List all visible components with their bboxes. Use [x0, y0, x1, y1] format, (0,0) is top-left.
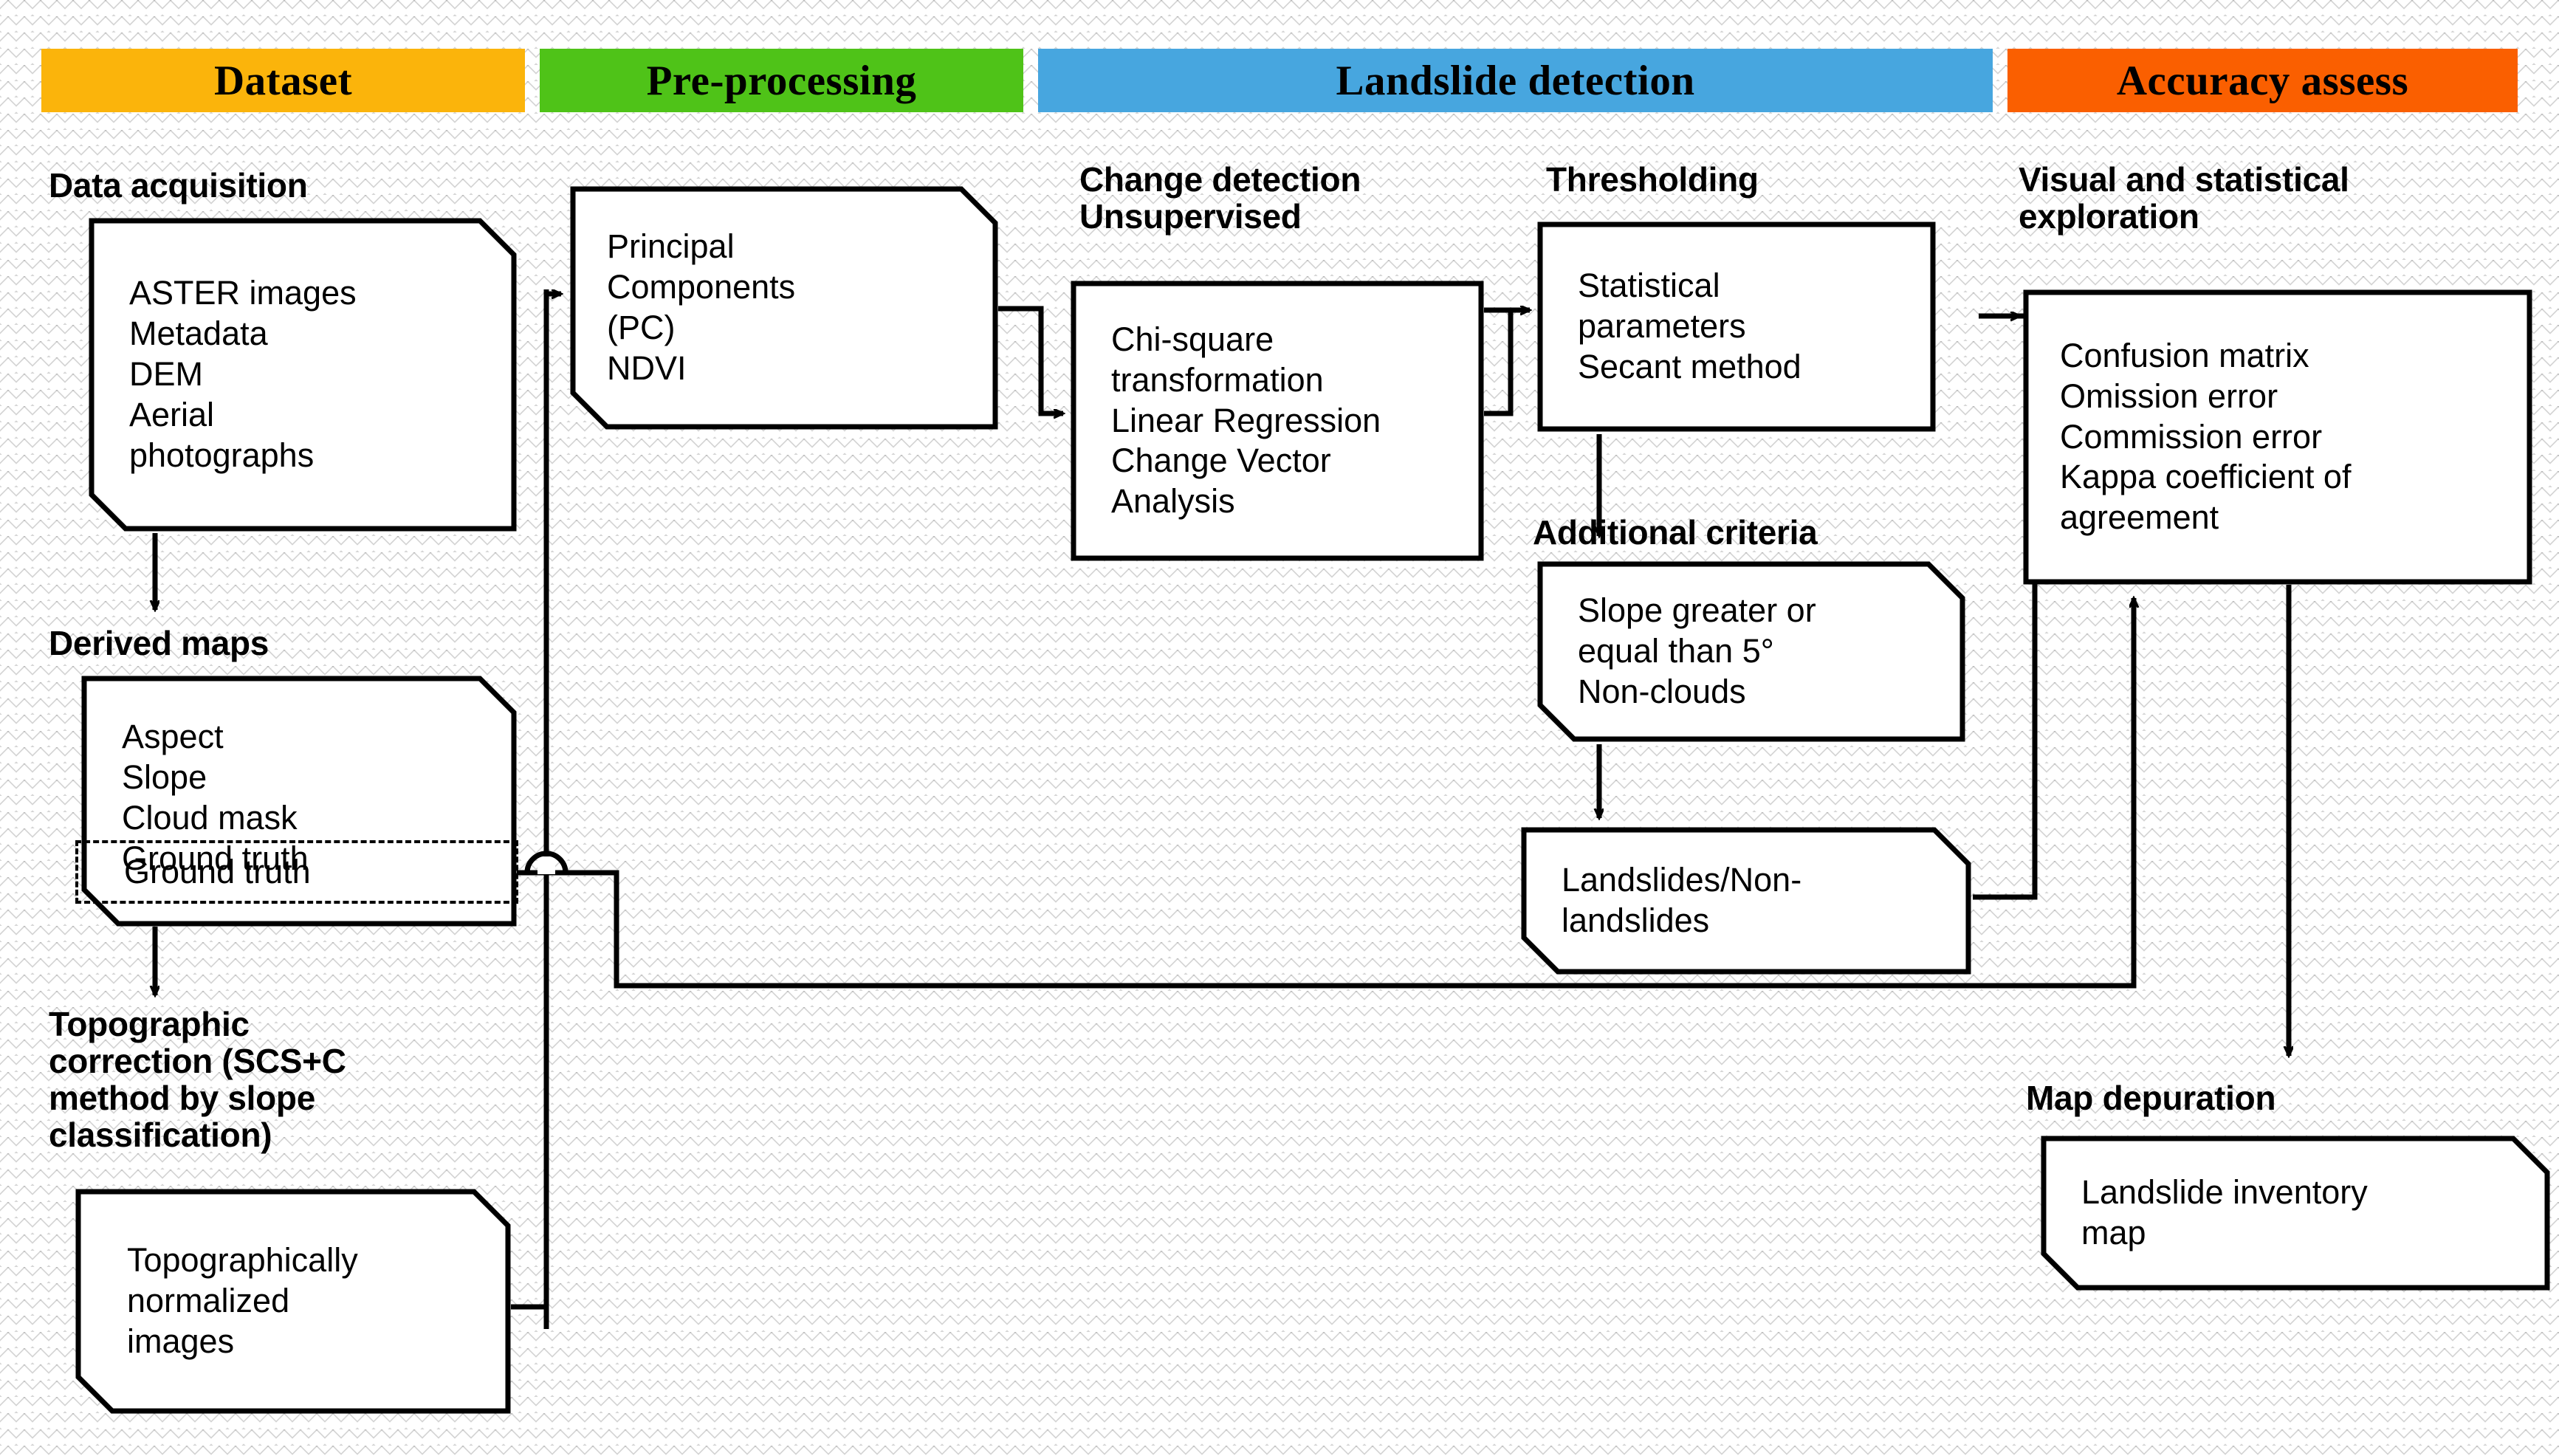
section-title-topographic-correction: Topographic correction (SCS+C method by … — [49, 1005, 346, 1155]
box-shape-chamfer — [1537, 561, 1965, 742]
box-additional-criteria[interactable]: Slope greater or equal than 5° Non-cloud… — [1537, 561, 1965, 742]
box-thresholding-text: Statistical parameters Secant method — [1578, 267, 1801, 385]
box-shape-chamfer — [1521, 827, 1971, 975]
wire-hop-mask — [537, 856, 555, 874]
header-dataset[interactable]: Dataset — [41, 49, 525, 112]
wire-hop-arc — [524, 851, 569, 873]
section-title-map-depuration: Map depuration — [2026, 1079, 2276, 1117]
box-derived-maps[interactable]: Aspect Slope Cloud mask Ground truth — [81, 676, 517, 927]
box-landslides-nonlandslides-text: Landslides/Non- landslides — [1562, 861, 1802, 939]
box-principal-components-text: Principal Components (PC) NDVI — [607, 227, 796, 387]
box-topographically-normalized-text: Topographically normalized images — [127, 1241, 358, 1360]
box-landslides-nonlandslides[interactable]: Landslides/Non- landslides — [1521, 827, 1971, 975]
header-preprocessing-label: Pre-processing — [646, 57, 917, 104]
wire-groundtruth-to-visual — [517, 598, 2134, 989]
section-title-additional-criteria: Additional criteria — [1533, 513, 1818, 552]
box-derived-maps-text: Aspect Slope Cloud mask Ground truth — [122, 718, 309, 877]
box-thresholding[interactable]: Statistical parameters Secant method — [1537, 222, 1936, 432]
ground-truth-label: Ground truth — [124, 853, 311, 890]
box-shape-rect — [1071, 281, 1484, 561]
box-data-acquisition-text: ASTER images Metadata DEM Aerial photogr… — [129, 274, 357, 474]
box-landslide-inventory-text: Landslide inventory map — [2081, 1173, 2368, 1251]
ground-truth-dashed-frame[interactable]: Ground truth — [75, 840, 518, 904]
header-dataset-label: Dataset — [213, 57, 353, 104]
box-shape-rect — [1537, 222, 1936, 432]
wire-pc-to-change — [998, 306, 1063, 413]
box-change-detection-text: Chi-square transformation Linear Regress… — [1111, 320, 1381, 521]
header-landslide-detection-label: Landslide detection — [1336, 57, 1695, 104]
box-additional-criteria-text: Slope greater or equal than 5° Non-cloud… — [1578, 591, 1816, 710]
header-accuracy-assess-label: Accuracy assess — [2116, 57, 2409, 104]
box-shape-chamfer — [75, 1189, 511, 1414]
box-topographically-normalized-images[interactable]: Topographically normalized images — [75, 1189, 511, 1414]
box-visual-statistical-exploration[interactable]: Confusion matrix Omission error Commissi… — [2023, 289, 2532, 585]
box-shape-chamfer — [2041, 1136, 2550, 1291]
box-shape-rect — [2023, 289, 2532, 585]
header-accuracy-assess[interactable]: Accuracy assess — [2007, 49, 2518, 112]
section-title-data-acquisition: Data acquisition — [49, 166, 308, 205]
box-shape-chamfer — [570, 186, 998, 430]
header-landslide-detection[interactable]: Landslide detection — [1038, 49, 1993, 112]
box-data-acquisition[interactable]: ASTER images Metadata DEM Aerial photogr… — [89, 218, 517, 532]
box-visual-statistical-text: Confusion matrix Omission error Commissi… — [2060, 336, 2352, 537]
box-shape-chamfer — [89, 218, 517, 532]
wire-change-to-thresh-2 — [1484, 310, 1530, 416]
section-title-derived-maps: Derived maps — [49, 624, 269, 662]
section-title-thresholding: Thresholding — [1546, 160, 1759, 199]
box-landslide-inventory-map[interactable]: Landslide inventory map — [2041, 1136, 2550, 1291]
header-preprocessing[interactable]: Pre-processing — [540, 49, 1023, 112]
box-principal-components[interactable]: Principal Components (PC) NDVI — [570, 186, 998, 430]
section-title-visual-statistical: Visual and statistical exploration — [2019, 160, 2349, 236]
section-title-change-detection: Change detection Unsupervised — [1079, 160, 1361, 236]
box-change-detection[interactable]: Chi-square transformation Linear Regress… — [1071, 281, 1484, 561]
box-shape-chamfer — [81, 676, 517, 927]
